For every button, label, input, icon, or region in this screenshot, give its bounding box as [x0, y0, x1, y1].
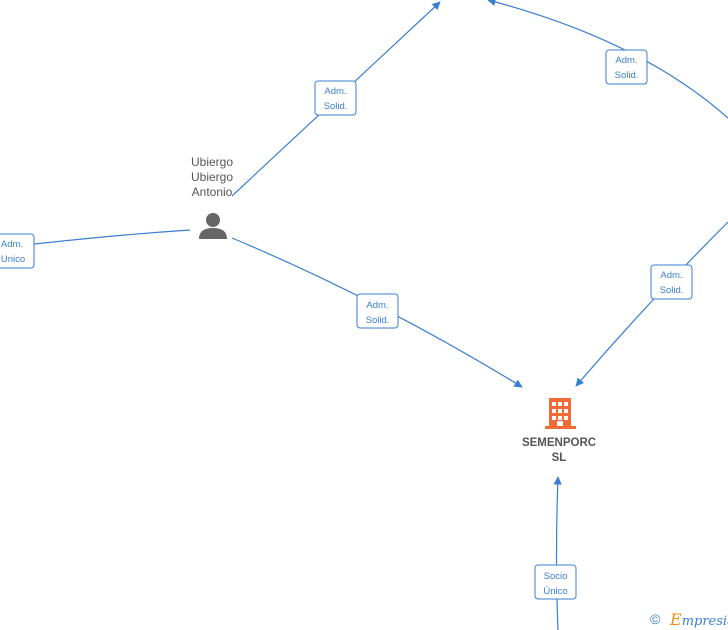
person-name-line-2: Ubiergo — [190, 170, 234, 184]
svg-text:Adm.: Adm. — [324, 86, 346, 97]
svg-text:Solid.: Solid. — [615, 70, 639, 81]
edge-label-top-right: Adm. Solid. — [605, 49, 648, 85]
brand-logo: Empresia — [670, 610, 728, 629]
svg-text:Adm.: Adm. — [615, 55, 637, 66]
svg-text:Unico: Unico — [1, 254, 25, 265]
person-name-line-3: Antonio — [191, 185, 233, 199]
company-name-label[interactable]: SEMENPORC SL — [499, 436, 619, 466]
edge-right-company — [575, 221, 728, 387]
person-name-label[interactable]: Ubiergo Ubiergo Antonio — [162, 155, 262, 200]
edge-label-right-company: Adm. Solid. — [650, 264, 693, 300]
svg-text:Adm.: Adm. — [1, 239, 23, 250]
person-icon[interactable] — [199, 213, 227, 239]
building-icon[interactable] — [545, 398, 576, 429]
svg-text:Solid.: Solid. — [366, 315, 390, 326]
svg-text:Único: Único — [543, 586, 567, 597]
edge-label-bottom: Socio Único — [534, 564, 577, 600]
edge-label-person-company: Adm. Solid. — [356, 293, 399, 329]
copyright-icon: © — [650, 611, 661, 627]
edge-label-left: Adm. Unico — [0, 233, 35, 269]
company-name-line-2: SL — [551, 452, 567, 464]
svg-text:Adm.: Adm. — [366, 300, 388, 311]
company-name-line-1: SEMENPORC — [521, 437, 597, 449]
edge-bottom-company — [553, 476, 562, 630]
svg-text:Solid.: Solid. — [324, 101, 348, 112]
person-name-line-1: Ubiergo — [190, 155, 234, 169]
svg-text:Solid.: Solid. — [660, 285, 684, 296]
svg-text:Adm.: Adm. — [660, 270, 682, 281]
edge-label-top-left: Adm. Solid. — [314, 80, 357, 116]
svg-text:Socio: Socio — [544, 571, 568, 582]
